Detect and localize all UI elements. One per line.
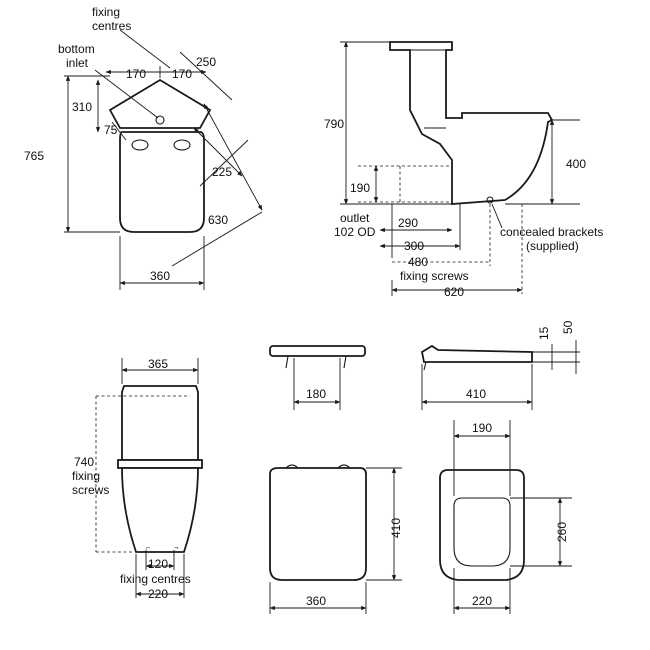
dim-120: 120 — [148, 557, 168, 571]
seat-front-view: 180 — [269, 345, 366, 410]
dim-15: 15 — [537, 326, 551, 340]
dim-480: 480 — [408, 255, 428, 269]
label-bottom-inlet-l1: bottom — [58, 42, 95, 56]
seat-open-view: 190 260 220 — [439, 420, 572, 614]
dim-360-plan: 360 — [306, 594, 326, 608]
dim-260: 260 — [555, 522, 569, 542]
dim-630: 630 — [208, 213, 228, 227]
dim-190: 190 — [350, 181, 370, 195]
dim-290: 290 — [398, 216, 418, 230]
front-seat — [117, 459, 203, 469]
seat-side-screw — [423, 361, 427, 371]
dim-225: 225 — [212, 165, 232, 179]
front-elevation: ⌐ ¬ 365 740 fixing screws 120 fixing cen… — [72, 357, 203, 601]
hinge-right — [173, 139, 191, 151]
label-outlet: outlet — [340, 211, 370, 225]
label-fixing-screws: fixing screws — [400, 269, 469, 283]
dim-400: 400 — [566, 157, 586, 171]
dim-620: 620 — [444, 285, 464, 299]
seat-front-screw-right — [343, 355, 347, 369]
front-fix-left: ⌐ — [146, 545, 150, 552]
seat-open-inner — [453, 497, 511, 567]
dim-250: 250 — [196, 55, 216, 69]
dim-line-75 — [111, 121, 127, 141]
dim-410-plan: 410 — [389, 518, 403, 538]
label-concealed: concealed brackets — [500, 225, 603, 239]
seat-plan-lid — [269, 467, 367, 581]
label-screws: screws — [72, 483, 109, 497]
front-pan — [121, 467, 199, 553]
seat-open-outer — [439, 469, 525, 581]
bottom-inlet-leader — [94, 69, 159, 119]
corner-cistern — [108, 78, 212, 129]
dim-410-side: 410 — [466, 387, 486, 401]
dim-220-open: 220 — [472, 594, 492, 608]
label-supplied: (supplied) — [526, 239, 579, 253]
dim-75: 75 — [104, 123, 118, 137]
label-fixing-centres-l2: centres — [92, 19, 131, 33]
fixing-centres-leader — [119, 29, 171, 69]
side-elevation: 790 400 190 outlet 102 OD 290 300 480 fi… — [324, 41, 603, 299]
dim-740: 740 — [74, 455, 94, 469]
seat-front-body — [269, 345, 366, 357]
dim-180: 180 — [306, 387, 326, 401]
seat-side-view: 410 15 50 — [420, 320, 580, 410]
label-fixing-centres-l1: fixing — [92, 5, 120, 19]
dim-765: 765 — [24, 149, 44, 163]
dim-310: 310 — [72, 100, 92, 114]
label-fixing-centres-front: fixing centres — [120, 572, 191, 586]
seat-plan-hinge-left — [285, 464, 299, 469]
seat-plan-view: 410 360 — [269, 464, 403, 614]
dim-360: 360 — [150, 269, 170, 283]
dim-170-right: 170 — [172, 67, 192, 81]
front-fix-right: ¬ — [174, 545, 178, 552]
ext-225 — [199, 139, 249, 187]
dim-170-left: 170 — [126, 67, 146, 81]
seat-side-body — [420, 344, 533, 363]
seat-front-screw-left — [285, 355, 289, 369]
dim-190-open: 190 — [472, 421, 492, 435]
dim-790: 790 — [324, 117, 344, 131]
concealed-leader — [491, 203, 503, 229]
dim-365: 365 — [148, 357, 168, 371]
inlet-circle — [155, 115, 165, 125]
ext-630 — [171, 211, 263, 267]
dim-220: 220 — [148, 587, 168, 601]
bracket-circle — [486, 196, 494, 204]
hinge-left — [131, 139, 149, 151]
dim-line-250 — [179, 51, 233, 101]
seat-plan-hinge-right — [337, 464, 351, 469]
dim-300: 300 — [404, 239, 424, 253]
label-102od: 102 OD — [334, 225, 376, 239]
side-profile — [389, 41, 554, 205]
label-fixing: fixing — [72, 469, 100, 483]
front-cistern — [121, 385, 199, 461]
dim-line-630 — [203, 103, 263, 211]
label-bottom-inlet-l2: inlet — [66, 56, 89, 70]
corner-plan-view: fixing centres bottom inlet 170 170 250 … — [24, 5, 263, 290]
dim-50: 50 — [561, 320, 575, 334]
